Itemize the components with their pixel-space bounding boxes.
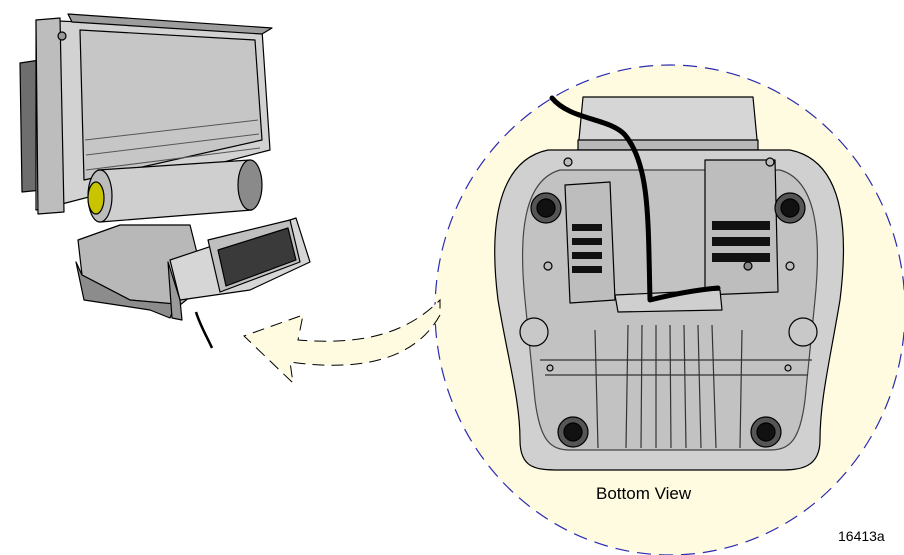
callout-arrow — [243, 298, 441, 385]
pos-terminal-illustration — [19, 13, 311, 349]
bottom-view-label: Bottom View — [596, 484, 692, 503]
bottom-view-illustration — [494, 95, 845, 471]
figure-id: 16413a — [838, 528, 885, 544]
